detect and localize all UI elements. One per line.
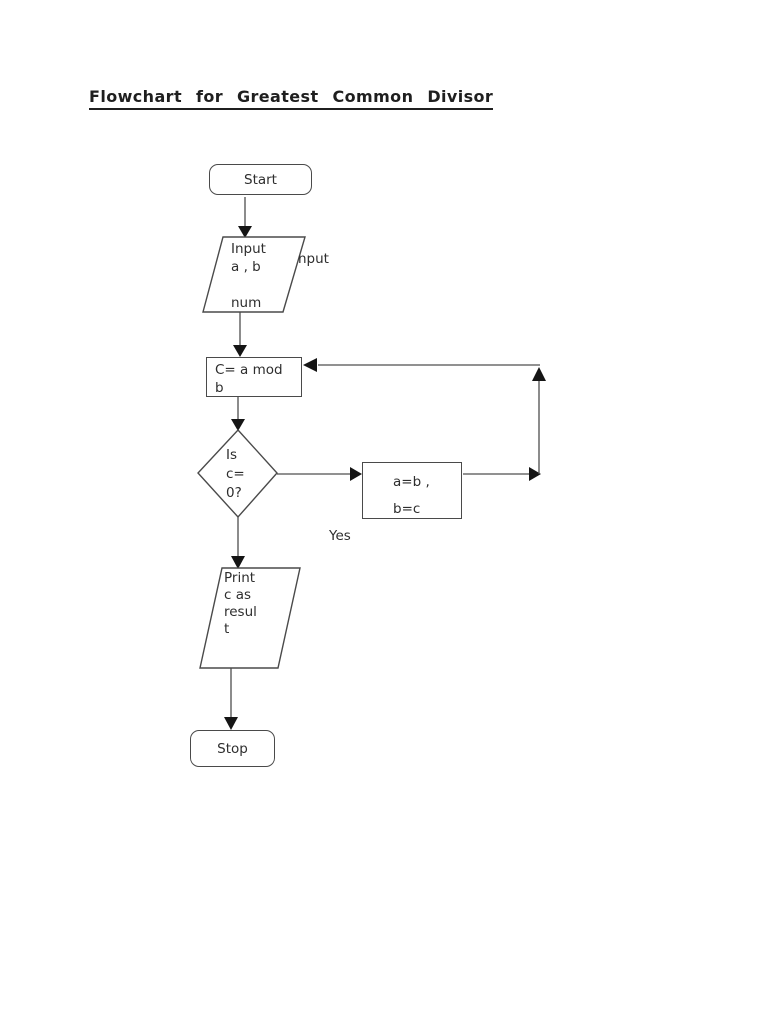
yes-branch-label: Yes (329, 528, 351, 544)
stop-node-label: Stop (217, 740, 248, 757)
clipped-input-text: nput (298, 251, 329, 267)
input-parallelogram (202, 236, 306, 313)
process-node: C= a mod b (206, 357, 302, 397)
start-node: Start (209, 164, 312, 195)
start-node-label: Start (244, 171, 277, 188)
arrowhead-down-icon (231, 419, 245, 431)
swap-node-label: a=b , b=c (393, 474, 430, 517)
arrowhead-up-icon (532, 367, 546, 381)
arrowhead-down-icon (233, 345, 247, 357)
arrowhead-right-icon (350, 467, 362, 481)
arrowhead-right-icon (529, 467, 541, 481)
decision-diamond (197, 428, 278, 519)
stop-node: Stop (190, 730, 275, 767)
process-node-label: C= a mod b (215, 362, 283, 396)
arrowhead-down-icon (238, 226, 252, 238)
input-node-label: Input a , b num (231, 241, 266, 311)
page-title: Flowchart for Greatest Common Divisor (89, 87, 494, 110)
swap-node: a=b , b=c (362, 462, 462, 519)
connectors (224, 197, 546, 730)
arrowhead-down-icon (224, 717, 238, 730)
arrowhead-left-icon (303, 358, 317, 372)
decision-node-label: Is c= 0? (226, 447, 245, 501)
print-parallelogram (199, 567, 301, 669)
print-node-label: Print c as resul t (224, 570, 257, 637)
arrowhead-down-icon (231, 556, 245, 569)
